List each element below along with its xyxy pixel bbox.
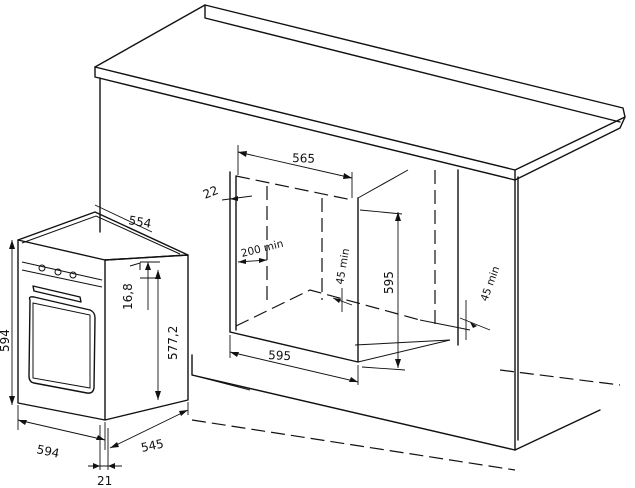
niche-inner-bottom: [235, 289, 421, 327]
niche-dimensions: [221, 145, 491, 385]
label-45-min-rear: 45 min: [479, 265, 503, 303]
oven-knob-left-icon: [38, 264, 46, 272]
label-16-8: 16,8: [121, 283, 135, 310]
countertop-side: [514, 116, 626, 181]
oven-door-window-inner: [32, 302, 91, 389]
label-594-vertical: 594: [0, 329, 12, 352]
dimension-labels: 565 22 200 min 45 min 595 45 min 595 554…: [0, 151, 502, 488]
label-200-min: 200 min: [240, 238, 285, 260]
countertop-front: [94, 66, 516, 181]
dim-line-45-rear: [459, 317, 491, 331]
oven-top-inner: [21, 215, 181, 255]
niche-base: [357, 339, 451, 363]
plinth-line: [191, 374, 251, 391]
oven-front: [17, 239, 106, 421]
dim-line-565: [237, 151, 353, 179]
oven-control-panel: [21, 261, 103, 281]
label-545: 545: [140, 436, 165, 454]
label-22: 22: [201, 183, 220, 202]
label-595-horizontal: 595: [268, 348, 292, 363]
label-45-min-side: 45 min: [334, 247, 352, 285]
dim-line-594-horizontal: [17, 419, 106, 441]
oven-control-panel-bottom: [21, 269, 103, 288]
cabinet-bottom: [191, 354, 516, 451]
niche-bottom-edge: [229, 331, 359, 363]
niche-back-top: [235, 175, 353, 201]
label-565: 565: [292, 151, 315, 166]
label-21: 21: [97, 474, 112, 488]
oven-side: [104, 254, 189, 421]
dim-line-545: [109, 409, 189, 449]
dim-line-595-horizontal: [229, 351, 359, 383]
oven-dimensions: [9, 204, 189, 470]
dim-line-554: [94, 204, 153, 233]
label-594-horizontal: 594: [35, 442, 60, 460]
niche-back-floor: [354, 339, 451, 346]
niche-side-top: [357, 169, 409, 199]
oven-back-bracket: [129, 262, 141, 270]
floor-line-right: [499, 369, 621, 386]
niche-base-back: [419, 319, 471, 331]
cabinet: [94, 4, 626, 471]
oven-door-window: [28, 296, 96, 394]
label-554: 554: [127, 213, 152, 231]
countertop-top: [94, 4, 626, 171]
oven-knob-middle-icon: [54, 268, 62, 276]
label-595-vertical: 595: [382, 271, 396, 294]
niche: [229, 169, 471, 363]
plinth: [514, 409, 601, 451]
label-577-2: 577,2: [166, 326, 180, 360]
oven: [17, 211, 189, 421]
backsplash: [204, 4, 621, 123]
oven-door-handle: [32, 285, 82, 303]
floor-line: [191, 419, 516, 471]
oven-knob-right-icon: [69, 271, 77, 279]
